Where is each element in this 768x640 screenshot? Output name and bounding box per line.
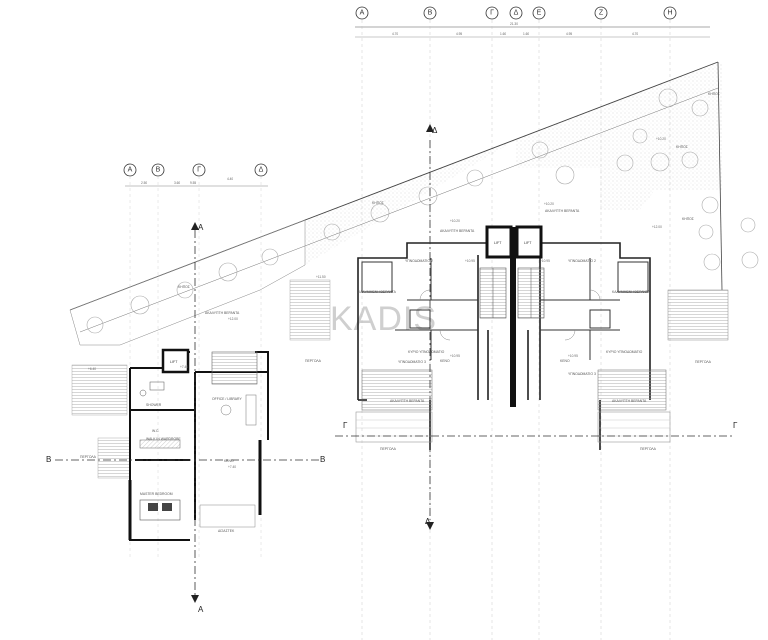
room-label-walk-in: WALK IN WARDROBE bbox=[146, 437, 181, 441]
room-label-bedroom-2: ΥΠΝΟΔΩΜΑΤΙΟ 2 bbox=[568, 259, 596, 263]
grid-label: Γ bbox=[197, 167, 201, 174]
section-marker: Α bbox=[198, 605, 204, 614]
dim-text: 1.60 bbox=[500, 32, 506, 36]
room-label-pergola: ΠΕΡΓΟΛΑ bbox=[640, 447, 657, 451]
grid-label: Β bbox=[156, 167, 161, 174]
section-marker: Β bbox=[46, 455, 51, 464]
level-mark: +6.40 bbox=[88, 367, 96, 371]
lift-label: LIFT bbox=[494, 241, 502, 245]
room-label-bedroom-2: ΥΠΝΟΔΩΜΑΤΙΟ 2 bbox=[405, 259, 433, 263]
level-mark: +10.95 bbox=[568, 354, 578, 358]
room-label-open-veranda: ΑΚΑΛΥΠΤΗ ΒΕΡΑΝΤΑ bbox=[205, 311, 240, 315]
level-mark: +10.20 bbox=[544, 202, 554, 206]
room-label-garden: ΚΗΠΟΣ bbox=[682, 217, 694, 221]
section-marker: Β bbox=[320, 455, 325, 464]
grid-label: Δ bbox=[514, 10, 519, 17]
room-label-pergola: ΠΕΡΓΟΛΑ bbox=[695, 360, 712, 364]
grid-label: Γ bbox=[490, 10, 494, 17]
right-building: Α Β Γ Δ Ε Ζ Η 21.30 4.70 4.95 1.60 1.60 … bbox=[69, 6, 759, 640]
grid-label: Α bbox=[128, 167, 133, 174]
room-label-garden: ΚΗΠΟΣ bbox=[708, 92, 720, 96]
dim-text: 9.55 bbox=[190, 181, 196, 185]
room-label-master-bedroom: MASTER BEDROOM bbox=[140, 492, 173, 496]
lift-label: LIFT bbox=[524, 241, 532, 245]
dim-text: 4.95 bbox=[566, 32, 572, 36]
room-label-covered-veranda: ΚΑΛΥΜΜΕΝΗ ΒΕΡΑΝΤΑ bbox=[612, 290, 651, 294]
room-label-void: ΚΕΝΟ bbox=[224, 459, 234, 463]
level-mark: +7.40 bbox=[228, 465, 236, 469]
dim-text: 4.70 bbox=[632, 32, 638, 36]
level-mark: +10.20 bbox=[450, 219, 460, 223]
dim-text: 4.40 bbox=[227, 177, 233, 181]
room-label-bedroom-3: ΥΠΝΟΔΩΜΑΤΙΟ 3 bbox=[568, 372, 596, 376]
dim-text: 1.60 bbox=[523, 32, 529, 36]
section-marker: Δ bbox=[425, 517, 431, 526]
room-label-garden: ΚΗΠΟΣ bbox=[178, 285, 190, 289]
level-mark: +11.50 bbox=[316, 275, 326, 279]
grid-bubbles-right: Α Β Γ Δ Ε Ζ Η bbox=[355, 6, 677, 20]
level-mark: +10.95 bbox=[540, 259, 550, 263]
level-mark: +10.95 bbox=[465, 259, 475, 263]
room-label-master: ΚΥΡΙΟ ΥΠΝΟΔΩΜΑΤΙΟ bbox=[408, 350, 445, 354]
room-label-void: ΚΕΝΟ bbox=[440, 359, 450, 363]
grid-label: Ζ bbox=[599, 10, 604, 17]
room-label-wc: W.C. bbox=[152, 429, 159, 433]
room-label-pergola: ΠΕΡΓΟΛΑ bbox=[80, 455, 97, 459]
watermark-text: KADIS bbox=[330, 300, 437, 338]
room-label-shower: SHOWER bbox=[146, 403, 162, 407]
section-marker: Γ bbox=[343, 421, 348, 430]
section-marker: Α bbox=[198, 223, 204, 232]
grid-label: Α bbox=[360, 10, 365, 17]
room-label-bedroom-3: ΥΠΝΟΔΩΜΑΤΙΟ 3 bbox=[398, 360, 426, 364]
room-label-open-veranda: ΑΚΑΛΥΠΤΗ ΒΕΡΑΝΤΑ bbox=[545, 209, 580, 213]
room-label-master: ΚΥΡΙΟ ΥΠΝΟΔΩΜΑΤΙΟ bbox=[606, 350, 643, 354]
section-marker: Δ bbox=[432, 126, 438, 135]
section-marker: Γ bbox=[733, 421, 738, 430]
dim-text: 4.70 bbox=[392, 32, 398, 36]
grid-label: Η bbox=[667, 10, 672, 17]
room-label-open-veranda: ΑΚΑΛΥΠΤΗ ΒΕΡΑΝΤΑ bbox=[612, 399, 647, 403]
level-mark: +12.00 bbox=[228, 317, 238, 321]
dim-text: 4.95 bbox=[456, 32, 462, 36]
dim-text: 2.50 bbox=[141, 181, 147, 185]
grid-bubbles-left: Α Β Γ Δ bbox=[123, 163, 268, 177]
room-label-pergola: ΠΕΡΓΟΛΑ bbox=[305, 359, 322, 363]
dim-text: 3.60 bbox=[174, 181, 180, 185]
dim-total: 21.30 bbox=[510, 22, 518, 26]
room-label-open-veranda: ΑΚΑΛΥΠΤΗ ΒΕΡΑΝΤΑ bbox=[440, 229, 475, 233]
room-label-garden: ΚΗΠΟΣ bbox=[676, 145, 688, 149]
level-mark: +7.40 bbox=[180, 365, 188, 369]
level-mark: +10.20 bbox=[656, 137, 666, 141]
room-label-office: OFFICE / LIBRARY bbox=[212, 397, 242, 401]
level-mark: +10.95 bbox=[450, 354, 460, 358]
room-label-garden: ΚΗΠΟΣ bbox=[372, 201, 384, 205]
room-label-slab: ΔΙΣΑΣΤΕΚ bbox=[218, 529, 235, 533]
left-building: Α Β Γ Δ 2.50 3.60 4.40 9.55 ΚΗΠΟΣ ΑΚΑΛΥΠ… bbox=[46, 163, 325, 614]
grid-label: Ε bbox=[537, 10, 542, 17]
room-label-open-veranda: ΑΚΑΛΥΠΤΗ ΒΕΡΑΝΤΑ bbox=[390, 399, 425, 403]
room-label-covered-veranda: ΚΑΛΥΜΜΕΝΗ ΒΕΡΑΝΤΑ bbox=[358, 290, 397, 294]
room-label-pergola: ΠΕΡΓΟΛΑ bbox=[380, 447, 397, 451]
grid-label: Β bbox=[428, 10, 433, 17]
grid-label: Δ bbox=[259, 167, 264, 174]
room-label-void: ΚΕΝΟ bbox=[560, 359, 570, 363]
lift-label: LIFT bbox=[170, 360, 178, 364]
level-mark: +12.00 bbox=[652, 225, 662, 229]
